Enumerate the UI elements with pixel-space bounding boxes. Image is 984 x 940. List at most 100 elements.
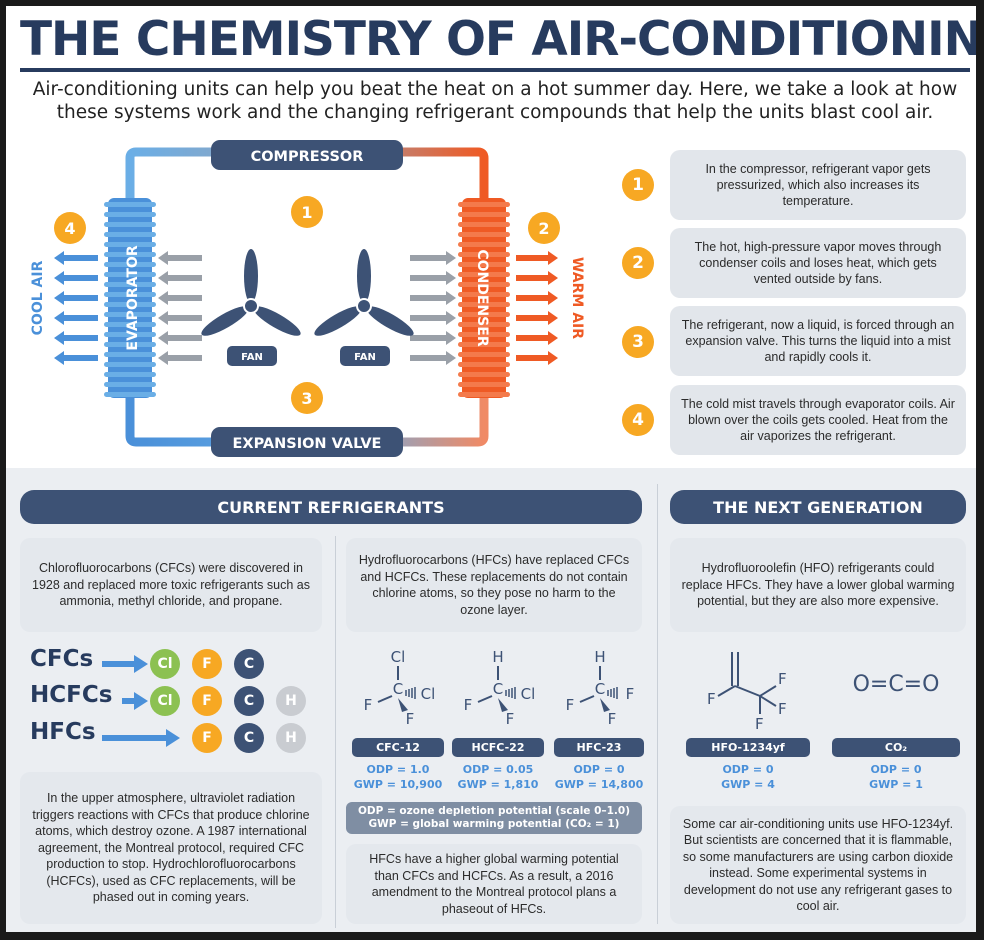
atom-f: F xyxy=(192,649,222,679)
odp-hcfc-22: ODP = 0.05 xyxy=(462,763,534,776)
arrow-icon xyxy=(54,331,98,345)
arrow-icon xyxy=(410,291,456,305)
hcfcs-label: HCFCs xyxy=(30,682,113,708)
svg-text:F: F xyxy=(626,685,635,703)
atom-c: C xyxy=(234,686,264,716)
infographic: THE CHEMISTRY OF AIR-CONDITIONING Air-co… xyxy=(6,6,976,932)
compressor-box xyxy=(211,140,403,170)
evaporator-airflow-arrows xyxy=(158,251,202,365)
arrow-icon xyxy=(158,251,202,265)
coil-ridge xyxy=(458,212,510,217)
gwp-cfc-12: GWP = 10,900 xyxy=(353,778,443,791)
condenser-label: CONDENSER xyxy=(474,249,490,346)
atom-f: F xyxy=(192,686,222,716)
molecule-label-co2: CO₂ xyxy=(832,738,960,757)
odp-gwp-legend: ODP = ozone depletion potential (scale 0… xyxy=(346,802,642,834)
arrow-icon xyxy=(516,271,558,285)
gwp-hcfc-22: GWP = 1,810 xyxy=(457,778,539,791)
step-3-number: 3 xyxy=(622,326,654,358)
hfc-intro-card: Hydrofluorocarbons (HFCs) have replaced … xyxy=(346,538,642,632)
fan-label: FAN xyxy=(354,352,376,363)
coil-ridge xyxy=(104,382,156,387)
class-arrows xyxy=(102,655,180,747)
svg-text:F: F xyxy=(406,710,415,728)
atom-h: H xyxy=(276,723,306,753)
atom-c: C xyxy=(234,723,264,753)
coil-ridge xyxy=(458,222,510,227)
svg-text:Cl: Cl xyxy=(391,648,406,666)
coil-ridge xyxy=(104,372,156,377)
arrow-icon xyxy=(54,311,98,325)
coil-ridge xyxy=(104,232,156,237)
arrow-icon xyxy=(54,251,98,265)
svg-text:Cl: Cl xyxy=(421,685,436,703)
coil-ridge xyxy=(458,262,510,267)
svg-text:3: 3 xyxy=(301,389,312,408)
coil-ridge xyxy=(104,252,156,257)
svg-text:F: F xyxy=(778,670,787,688)
svg-text:F: F xyxy=(778,700,787,718)
molecule-label-cfc-12: CFC-12 xyxy=(352,738,444,757)
coil-ridge xyxy=(458,342,510,347)
condenser-coil xyxy=(458,198,510,398)
arrow-icon xyxy=(516,291,558,305)
cool-air-arrows xyxy=(54,251,98,365)
coil-ridge xyxy=(458,372,510,377)
fan-icon xyxy=(314,249,414,336)
svg-text:Cl: Cl xyxy=(521,685,536,703)
arrow-icon xyxy=(158,311,202,325)
arrow-icon xyxy=(410,251,456,265)
diagram-step-4: 4 xyxy=(54,212,86,244)
coil-ridge xyxy=(458,242,510,247)
atom-cl: Cl xyxy=(150,649,180,679)
coil-ridge xyxy=(458,292,510,297)
coil-ridge xyxy=(104,352,156,357)
coil-ridge xyxy=(104,362,156,367)
fan-icon xyxy=(201,249,301,336)
coil-ridge xyxy=(458,302,510,307)
fan-label-box xyxy=(227,346,277,366)
coil-ridge xyxy=(458,332,510,337)
coil-ridge xyxy=(104,272,156,277)
arrow-icon xyxy=(158,291,202,305)
svg-text:H: H xyxy=(492,648,503,666)
odp-co2: ODP = 0 xyxy=(870,763,922,776)
ac-cycle-diagram: COMPRESSOR EXPANSION VALVE EVAPORATOR CO… xyxy=(30,140,585,457)
gwp-co2: GWP = 1 xyxy=(869,778,923,791)
atom-c: C xyxy=(234,649,264,679)
coil-ridge xyxy=(104,332,156,337)
atom-f: F xyxy=(192,723,222,753)
arrow-icon xyxy=(54,351,98,365)
legend-odp: ODP = ozone depletion potential (scale 0… xyxy=(357,805,631,817)
step-4-number: 4 xyxy=(622,404,654,436)
arrow-icon xyxy=(516,351,558,365)
intro-text: Air-conditioning units can help you beat… xyxy=(32,79,958,123)
warm-air-arrows xyxy=(516,251,558,365)
coil-ridge xyxy=(458,392,510,397)
svg-text:C: C xyxy=(595,680,605,698)
page-title: THE CHEMISTRY OF AIR-CONDITIONING xyxy=(20,12,976,67)
cfc-intro-card: Chlorofluorocarbons (CFCs) were discover… xyxy=(20,538,322,632)
step-2-number: 2 xyxy=(622,247,654,279)
title-rule xyxy=(20,68,970,72)
molecule-label-hfo-1234yf: HFO-1234yf xyxy=(686,738,810,757)
column-divider xyxy=(335,536,336,928)
next-generation-bottom-card: Some car air-conditioning units use HFO-… xyxy=(670,806,966,924)
molecule-label-hcfc-22: HCFC-22 xyxy=(452,738,544,757)
svg-text:1: 1 xyxy=(301,203,312,222)
step-4-text: The cold mist travels through evaporator… xyxy=(670,385,966,455)
coil-ridge xyxy=(104,262,156,267)
coil-ridge xyxy=(458,232,510,237)
evaporator-coil xyxy=(104,198,156,398)
next-molecules: F F F F xyxy=(707,652,787,733)
arrow-icon xyxy=(54,291,98,305)
svg-text:F: F xyxy=(506,710,515,728)
coil-ridge xyxy=(458,272,510,277)
gwp-hfc-23: GWP = 14,800 xyxy=(554,778,644,791)
molecule-label-hfc-23: HFC-23 xyxy=(554,738,644,757)
atom-cl: Cl xyxy=(150,686,180,716)
